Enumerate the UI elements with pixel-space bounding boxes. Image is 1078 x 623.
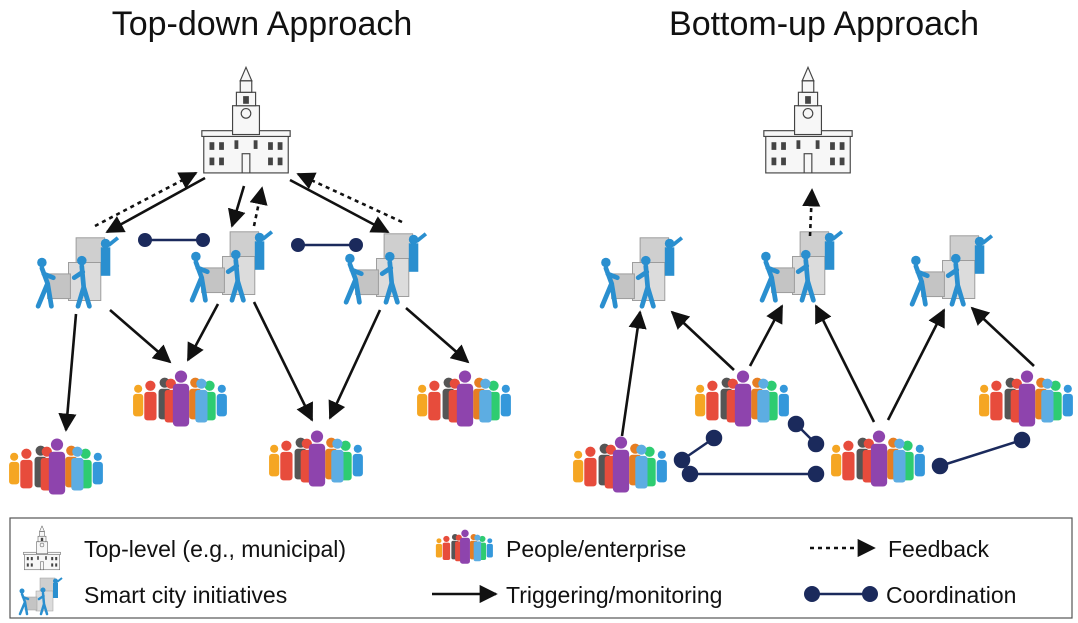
- people-group-icon: [269, 430, 363, 487]
- initiative-icon: [761, 232, 842, 300]
- top-down-title: Top-down Approach: [112, 5, 413, 43]
- bottom-up-feedback-arrow: [802, 188, 821, 237]
- top-down-feedback-arrows: [94, 171, 403, 228]
- initiative-icon: [911, 236, 992, 304]
- legend-coordination: Coordination: [886, 582, 1016, 608]
- people-group-icon: [831, 430, 925, 487]
- legend-box: [9, 517, 1073, 619]
- bottom-up-title: Bottom-up Approach: [669, 5, 979, 43]
- legend-coordination-symbol: [804, 586, 878, 602]
- people-group-icon: [979, 370, 1073, 427]
- legend-top-level: Top-level (e.g., municipal): [84, 536, 346, 562]
- legend-people: People/enterprise: [506, 536, 686, 562]
- initiative-icon: [37, 238, 118, 306]
- people-group-icon: [573, 436, 667, 493]
- legend-feedback: Feedback: [888, 536, 990, 562]
- legend-triggering: Triggering/monitoring: [506, 582, 722, 608]
- city-hall-icon: [201, 66, 291, 174]
- people-group-icon: [695, 370, 789, 427]
- people-group-icon: [417, 370, 511, 427]
- people-group-icon: [9, 438, 103, 495]
- city-hall-icon: [763, 66, 853, 174]
- initiative-icon: [601, 238, 682, 306]
- bottom-up-coordination-links: [673, 415, 1031, 483]
- people-group-icon: [133, 370, 227, 427]
- legend-initiatives: Smart city initiatives: [84, 582, 287, 608]
- top-down-coordination-links: [138, 233, 363, 252]
- bottom-up-trigger-arrows: [620, 304, 1035, 437]
- top-down-trigger-arrows: [58, 176, 470, 432]
